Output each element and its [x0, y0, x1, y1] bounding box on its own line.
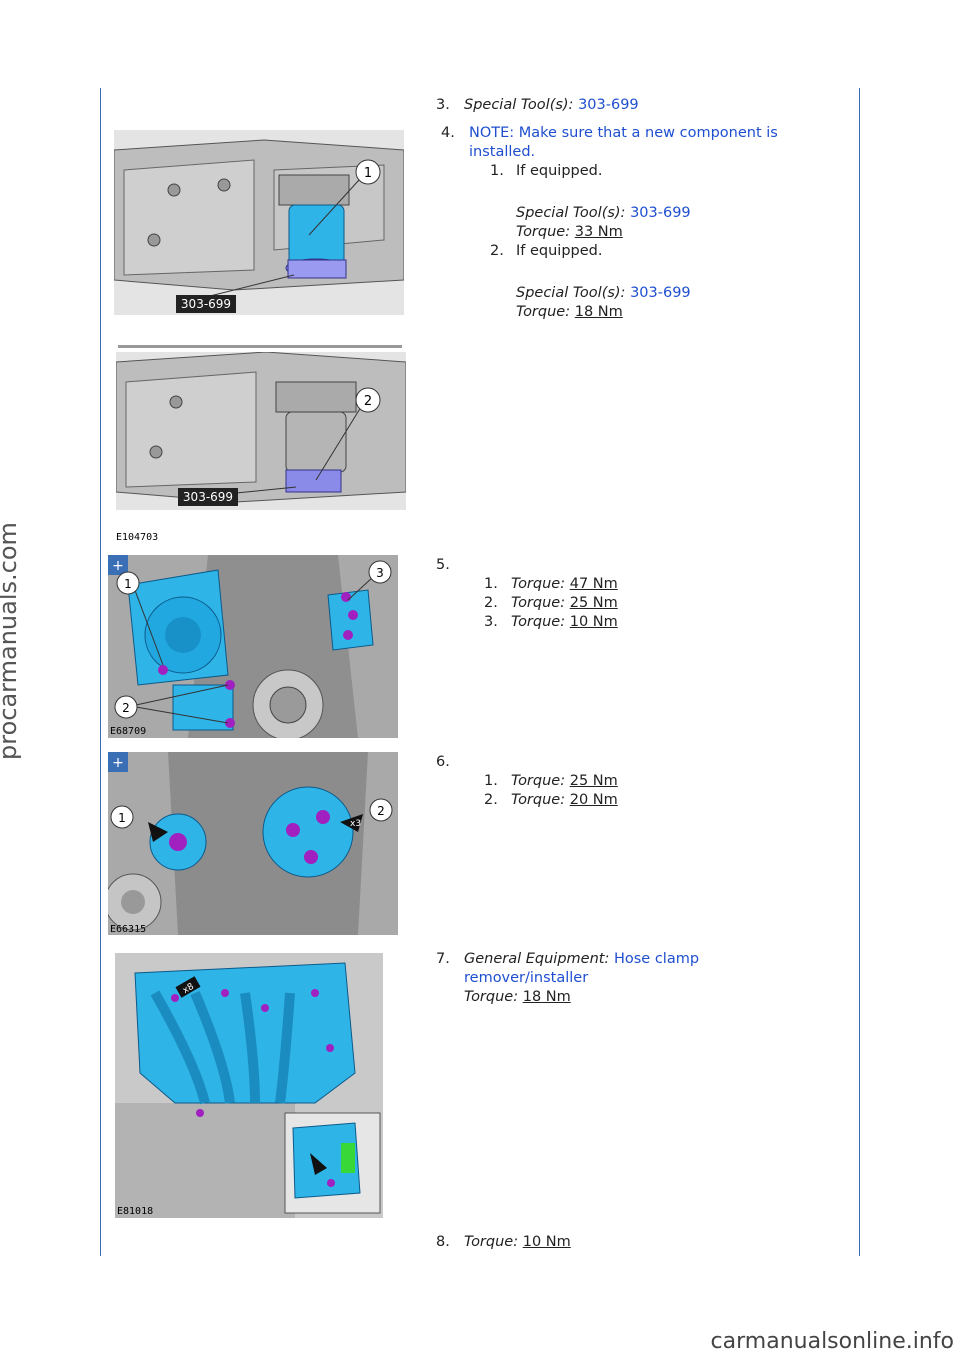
torque-label: Torque: [511, 614, 566, 630]
torque-value[interactable]: 20 Nm [569, 792, 618, 808]
figure-code: E81018 [117, 1206, 154, 1217]
general-equipment-link-cont[interactable]: remover/installer [464, 970, 589, 986]
step-number: 7. [436, 951, 450, 967]
sub-step-number: 3. [484, 614, 498, 630]
multiplier-badge: x8 [181, 982, 196, 996]
figure-oil-filter-housing-2: 2 303-699 [116, 352, 406, 510]
step-4-sub-2: 2. If equipped. [490, 242, 602, 261]
torque-value[interactable]: 18 Nm [522, 989, 571, 1005]
sub-step-number: 1. [484, 576, 498, 592]
step-6-item-2: 2. Torque: 20 Nm [484, 791, 618, 810]
torque-label: Torque: [464, 1234, 519, 1250]
figure-callout: 1 [124, 577, 132, 591]
step-6-number: 6. [436, 754, 450, 770]
svg-text:+: + [112, 755, 124, 771]
figure-divider [118, 345, 402, 348]
sub-step-number: 1. [484, 773, 498, 789]
note-text: NOTE: Make sure that a new component is [469, 125, 778, 141]
sub-step-number: 2. [490, 243, 504, 259]
torque-label: Torque: [511, 576, 566, 592]
figure-oil-filter-housing-1: 1 303-699 [114, 130, 404, 315]
step-5-item-3: 3. Torque: 10 Nm [484, 613, 618, 632]
step-4-number: 4. [441, 125, 455, 141]
svg-text:+: + [112, 558, 124, 574]
torque-label: Torque: [516, 224, 571, 240]
sub-step-number: 2. [484, 792, 498, 808]
figure-callout: 2 [377, 804, 385, 818]
sub-step-number: 1. [490, 163, 504, 179]
torque-value[interactable]: 25 Nm [569, 773, 618, 789]
figure-callout: 1 [118, 811, 126, 825]
torque-value[interactable]: 25 Nm [569, 595, 618, 611]
tool-tag: 303-699 [181, 297, 231, 311]
figure-pulleys: x3 + 1 2 [108, 752, 398, 935]
step-4-sub-1: 1. If equipped. [490, 162, 602, 181]
torque-label: Torque: [464, 989, 519, 1005]
general-equipment-label: General Equipment: [464, 951, 610, 967]
torque-label: Torque: [516, 304, 571, 320]
figure-callout: 3 [376, 566, 384, 580]
special-tool-label: Special Tool(s): [464, 97, 574, 113]
bottom-watermark: carmanualsonline.info [710, 1329, 954, 1354]
figure-generator: + 1 2 3 [108, 555, 398, 738]
torque-value[interactable]: 47 Nm [569, 576, 618, 592]
torque-value[interactable]: 10 Nm [569, 614, 618, 630]
note-text-cont: installed. [469, 144, 536, 160]
step-5-item-2: 2. Torque: 25 Nm [484, 594, 618, 613]
torque-label: Torque: [511, 595, 566, 611]
side-watermark: procarmanuals.com [0, 522, 22, 760]
step-7: 7. General Equipment: Hose clamp [436, 950, 699, 969]
figure-code: E66315 [110, 924, 147, 935]
step-4-sub-1-torque: Torque: 33 Nm [516, 223, 623, 242]
step-number: 3. [436, 97, 450, 113]
general-equipment-link[interactable]: Hose clamp [613, 951, 700, 967]
special-tool-link[interactable]: 303-699 [578, 97, 639, 113]
sub-step-number: 2. [484, 595, 498, 611]
figure-code: E68709 [110, 726, 147, 737]
multiplier-badge: x3 [350, 819, 361, 829]
step-6-item-1: 1. Torque: 25 Nm [484, 772, 618, 791]
torque-label: Torque: [511, 792, 566, 808]
step-5-item-1: 1. Torque: 47 Nm [484, 575, 618, 594]
step-4-sub-1-tool: Special Tool(s): 303-699 [516, 204, 691, 223]
torque-value[interactable]: 18 Nm [574, 304, 623, 320]
step-7-torque: Torque: 18 Nm [464, 988, 571, 1007]
left-margin-rule [100, 88, 101, 1256]
figure-intake-manifold: x8 [115, 953, 383, 1218]
sub-step-text: If equipped. [516, 163, 603, 179]
sub-step-text: If equipped. [516, 243, 603, 259]
step-5-number: 5. [436, 557, 450, 573]
figure-callout: 1 [364, 166, 372, 181]
figure-callout: 2 [364, 394, 372, 409]
step-number: 8. [436, 1234, 450, 1250]
step-4-sub-2-torque: Torque: 18 Nm [516, 303, 623, 322]
figure-code: E104703 [116, 532, 159, 543]
right-margin-rule [859, 88, 860, 1256]
step-8: 8. Torque: 10 Nm [436, 1233, 571, 1252]
figure-callout: 2 [122, 701, 130, 715]
torque-label: Torque: [511, 773, 566, 789]
special-tool-label: Special Tool(s): [516, 285, 626, 301]
special-tool-label: Special Tool(s): [516, 205, 626, 221]
torque-value[interactable]: 33 Nm [574, 224, 623, 240]
special-tool-link[interactable]: 303-699 [630, 285, 691, 301]
tool-tag: 303-699 [183, 490, 233, 504]
torque-value[interactable]: 10 Nm [522, 1234, 571, 1250]
step-3: 3. Special Tool(s): 303-699 [436, 96, 639, 115]
special-tool-link[interactable]: 303-699 [630, 205, 691, 221]
step-4-sub-2-tool: Special Tool(s): 303-699 [516, 284, 691, 303]
